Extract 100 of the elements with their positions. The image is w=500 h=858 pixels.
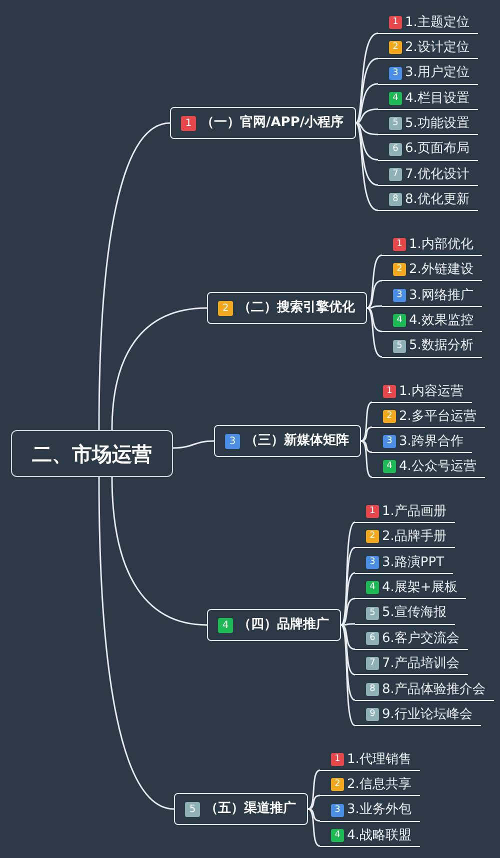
number-badge: 4 [218, 618, 233, 632]
topic-label: 4.公众号运营 [399, 458, 476, 474]
topic-label: 6.客户交流会 [382, 630, 460, 646]
number-badge: 3 [389, 66, 402, 80]
number-badge: 2 [389, 41, 402, 54]
connector-line [355, 122, 378, 160]
underlined-topic [355, 526, 456, 548]
branch-topic-box [207, 609, 341, 641]
topic-label: 2.设计定位 [405, 40, 470, 56]
topic-label: 6.页面布局 [405, 141, 470, 157]
connector-line [340, 624, 356, 726]
topic-label: 3.业务外包 [347, 802, 412, 818]
connector-line [308, 808, 320, 822]
number-badge: 2 [331, 778, 344, 792]
connector-line [360, 440, 372, 478]
number-badge: 2 [366, 530, 379, 544]
number-badge: 5 [393, 340, 406, 353]
number-badge: 7 [389, 168, 402, 181]
topic-label: 7.优化设计 [405, 166, 470, 182]
topic-label: （三）新媒体矩阵 [245, 433, 349, 449]
topic-label: 4.栏目设置 [405, 90, 470, 106]
branch-topic-box [170, 107, 356, 139]
connector-line [356, 122, 378, 136]
topic-label: 5.数据分析 [409, 338, 474, 354]
topic-label: 3.路演PPT [382, 554, 444, 570]
number-badge: 4 [383, 460, 396, 473]
topic-label: 二、市场运营 [32, 442, 152, 466]
topic-label: 5.宣传海报 [382, 605, 446, 621]
connector-line [111, 307, 208, 430]
connector-line [340, 624, 356, 676]
underlined-topic [355, 577, 466, 600]
number-badge: 4 [366, 581, 379, 594]
number-badge: 1 [181, 116, 196, 130]
number-badge: 5 [389, 117, 402, 130]
topic-label: 1.产品画册 [382, 504, 446, 520]
topic-label: 4.展架+展板 [382, 580, 458, 596]
topic-label: 3.跨界合作 [399, 434, 464, 450]
topic-label: （四）品牌推广 [238, 617, 329, 633]
underlined-topic [378, 62, 478, 85]
underlined-topic [372, 406, 486, 428]
connector-line [355, 32, 378, 124]
number-badge: 3 [383, 435, 396, 448]
branch-topic-box [207, 292, 367, 324]
underlined-topic [355, 602, 456, 625]
number-badge: 1 [331, 753, 344, 766]
topic-label: （二）搜索引擎优化 [238, 300, 355, 316]
topic-label: 2.品牌手册 [382, 529, 446, 545]
topic-label: 4.效果监控 [409, 312, 474, 328]
underlined-topic [372, 381, 472, 403]
connector-line [355, 58, 378, 124]
number-badge: 2 [383, 410, 396, 423]
connector-line [340, 624, 356, 650]
connector-line [366, 254, 382, 309]
number-badge: 8 [366, 682, 379, 696]
number-badge: 3 [366, 556, 379, 569]
underlined-topic [378, 113, 478, 136]
topic-label: 8.优化更新 [405, 192, 470, 208]
underlined-topic [378, 12, 478, 34]
connector-line [340, 624, 356, 701]
connector-line [308, 808, 320, 847]
underlined-topic [355, 653, 468, 676]
number-badge: 3 [393, 288, 406, 302]
root-topic-box [11, 430, 173, 477]
number-badge: 1 [366, 505, 379, 518]
connector-line [111, 476, 208, 626]
topic-label: 7.产品培训会 [382, 656, 460, 672]
branch-topic-box [214, 425, 361, 457]
number-badge: 6 [389, 142, 402, 156]
number-badge: 4 [389, 92, 402, 105]
connector-line [341, 623, 355, 626]
topic-label: 9.行业论坛峰会 [382, 706, 472, 722]
connector-line [308, 770, 320, 810]
connector-line [360, 402, 372, 442]
topic-label: （五）渠道推广 [205, 801, 296, 817]
topic-label: 8.产品体验推介会 [382, 682, 486, 698]
branch-topic-box [174, 793, 308, 825]
topic-label: 3.网络推广 [409, 288, 474, 304]
connector-line [340, 598, 356, 626]
connector-line [172, 440, 214, 449]
underlined-topic [378, 138, 478, 160]
connector-line [366, 307, 382, 358]
connector-line [340, 522, 356, 626]
number-badge: 6 [366, 632, 379, 645]
number-badge: 5 [366, 606, 379, 620]
topic-label: 3.用户定位 [405, 65, 470, 81]
number-badge: 3 [225, 434, 240, 448]
number-badge: 2 [218, 300, 233, 316]
underlined-topic [320, 774, 420, 796]
underlined-topic [378, 189, 478, 212]
underlined-topic [320, 800, 420, 822]
number-badge: 4 [393, 314, 406, 328]
underlined-topic [382, 234, 482, 256]
connector-line [356, 108, 378, 124]
number-badge: 1 [383, 385, 396, 398]
connector-line [98, 122, 170, 430]
topic-label: 2.多平台运营 [399, 408, 476, 424]
number-badge: 4 [331, 828, 344, 842]
underlined-topic [372, 456, 486, 478]
number-badge: 3 [331, 804, 344, 817]
number-badge: 1 [389, 16, 402, 29]
